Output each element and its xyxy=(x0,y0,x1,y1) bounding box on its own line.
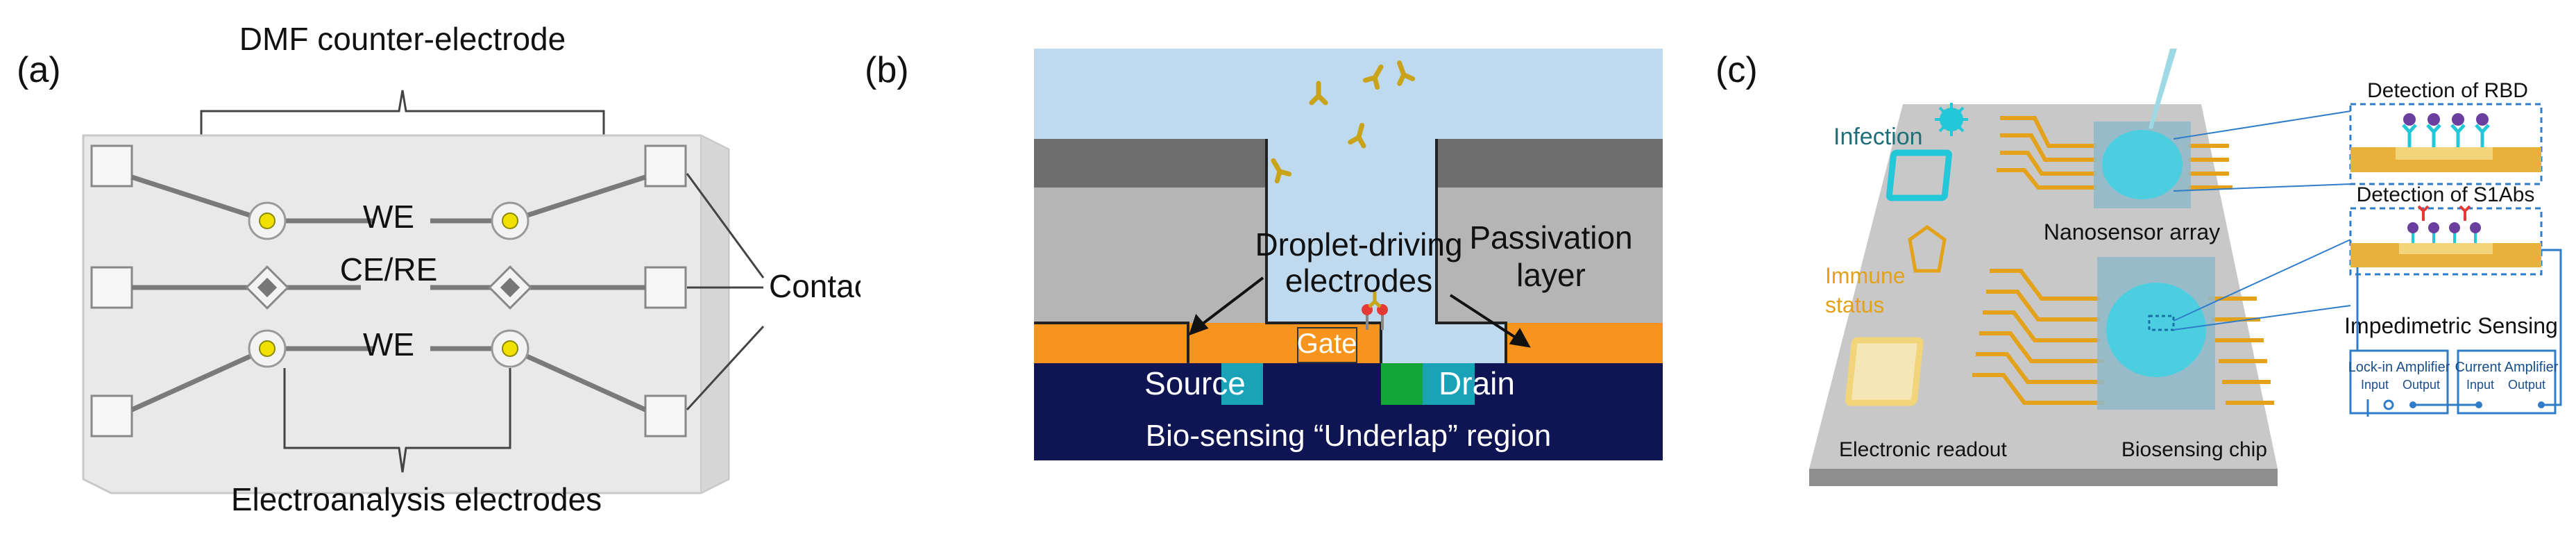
lockin-amplifier-box xyxy=(2349,349,2449,415)
virus-icon xyxy=(1935,103,1968,136)
we-label-bottom: WE xyxy=(363,326,414,362)
we-electrode xyxy=(502,340,518,357)
dmf-counter-electrode-label: DMF counter-electrode xyxy=(239,21,566,57)
current-output-label: Output xyxy=(2508,378,2545,392)
panel-c-label: (c) xyxy=(1715,50,1758,90)
we-label-top: WE xyxy=(363,199,414,235)
connector-dot xyxy=(2475,401,2482,408)
droplet-driving-label: Droplet-driving xyxy=(1255,226,1462,262)
connector-dot xyxy=(2409,401,2416,408)
ce-re-electrode xyxy=(500,277,520,298)
s1abs-zoom-box xyxy=(2349,207,2543,276)
contact-pad xyxy=(90,144,133,188)
gold-traces xyxy=(1972,116,2274,405)
electrode-traces xyxy=(130,174,647,412)
impedimetric-sensing-label: Impedimetric Sensing xyxy=(2344,313,2558,338)
panel-a: (a) DMF counter-electrode xyxy=(0,0,861,550)
contact-pad xyxy=(644,394,687,438)
gate-electrode xyxy=(1297,327,1357,363)
lockin-input-label: Input xyxy=(2361,378,2389,392)
underlap-region-label: Bio-sensing “Underlap” region xyxy=(1146,419,1552,453)
s1abs-channel xyxy=(2399,243,2493,254)
infection-sample-pad xyxy=(1886,149,1953,201)
electronic-readout-label: Electronic readout xyxy=(1839,438,2007,461)
rbd-receptors xyxy=(2402,113,2490,147)
panel-b: (b) Droplet-driving electrodes Passivati… xyxy=(861,0,1674,550)
board-edge xyxy=(1809,469,2278,486)
substrate xyxy=(1034,363,1663,460)
passivation-label: Passivation xyxy=(1469,219,1632,256)
ce-re-electrodes xyxy=(245,265,532,310)
gate-label: Gate xyxy=(1297,328,1357,359)
contact-pads xyxy=(90,144,687,438)
electroanalysis-electrodes-label: Electroanalysis electrodes xyxy=(231,481,602,517)
immune-label: Immune xyxy=(1825,263,1906,288)
infection-label: Infection xyxy=(1833,124,1923,150)
current-input-label: Input xyxy=(2466,378,2494,392)
panel-a-diagram: (a) DMF counter-electrode xyxy=(17,21,861,517)
lockin-output-label: Output xyxy=(2403,378,2440,392)
we-electrode xyxy=(502,212,518,229)
panel-c-diagram: (c) Infection Immune status Nanosensor a… xyxy=(1715,49,2562,486)
droplet-top xyxy=(2102,130,2183,199)
drain-region xyxy=(1423,363,1475,405)
antibodies xyxy=(1271,60,1416,184)
detection-rbd-label: Detection of RBD xyxy=(2367,79,2528,102)
contact-pads-label: Contact pads xyxy=(769,268,861,304)
left-top-layer xyxy=(1034,139,1266,188)
immune-sample-pad xyxy=(1845,337,1924,406)
source-region xyxy=(1221,363,1263,405)
panel-b-label: (b) xyxy=(865,50,909,90)
source-label: Source xyxy=(1144,365,1246,401)
contact-pad xyxy=(90,394,133,438)
contact-pad xyxy=(90,266,133,309)
ce-re-electrode xyxy=(257,277,278,298)
we-electrode xyxy=(259,340,276,357)
chip-side xyxy=(700,134,729,494)
layer-outlines xyxy=(1034,139,1507,363)
ce-re-label: CE/RE xyxy=(340,251,438,288)
channel-region xyxy=(1381,363,1423,405)
current-amplifier-label: Current Amplifier xyxy=(2455,360,2559,375)
zoom-box xyxy=(2148,315,2175,331)
rbd-channel xyxy=(2396,147,2493,160)
contact-pad xyxy=(644,266,687,309)
underlap-gap xyxy=(1381,323,1506,363)
receptors xyxy=(1362,292,1388,330)
panel-a-label: (a) xyxy=(17,50,61,90)
drain-label: Drain xyxy=(1439,365,1515,401)
layer-label: layer xyxy=(1516,257,1586,293)
dmf-chip xyxy=(82,134,730,494)
s1abs-receptors xyxy=(2407,205,2481,243)
we-electrode xyxy=(259,212,276,229)
contact-pad xyxy=(644,144,687,188)
panel-c: (c) Infection Immune status Nanosensor a… xyxy=(1674,0,2576,550)
detection-s1abs-label: Detection of S1Abs xyxy=(2357,183,2535,206)
nanosensor-array-label: Nanosensor array xyxy=(2044,219,2220,244)
right-top-layer xyxy=(1437,139,1663,188)
biosensing-chip-label: Biosensing chip xyxy=(2121,438,2267,461)
left-passivation xyxy=(1034,188,1266,323)
lockin-amplifier-label: Lock-in Amplifier xyxy=(2348,360,2450,375)
droplet-bottom xyxy=(2106,283,2206,377)
status-label: status xyxy=(1825,292,1884,317)
callout-lines xyxy=(2173,110,2351,331)
panel-b-diagram: (b) Droplet-driving electrodes Passivati… xyxy=(865,49,1663,460)
right-passivation xyxy=(1437,188,1663,323)
we-electrodes xyxy=(248,201,529,368)
top-brace xyxy=(200,90,605,139)
right-driving-electrode xyxy=(1506,323,1663,363)
connector-dot xyxy=(2538,401,2545,408)
electrode-arrows xyxy=(1188,276,1531,348)
circuit-wires xyxy=(2356,249,2562,417)
s1abs-electrode xyxy=(2350,243,2541,267)
bottom-brace xyxy=(283,368,511,473)
contact-pad-pointers xyxy=(686,173,765,411)
electrodes-label: electrodes xyxy=(1285,262,1432,299)
shield-icon xyxy=(1908,224,1947,273)
pipette-tip xyxy=(2149,49,2177,128)
